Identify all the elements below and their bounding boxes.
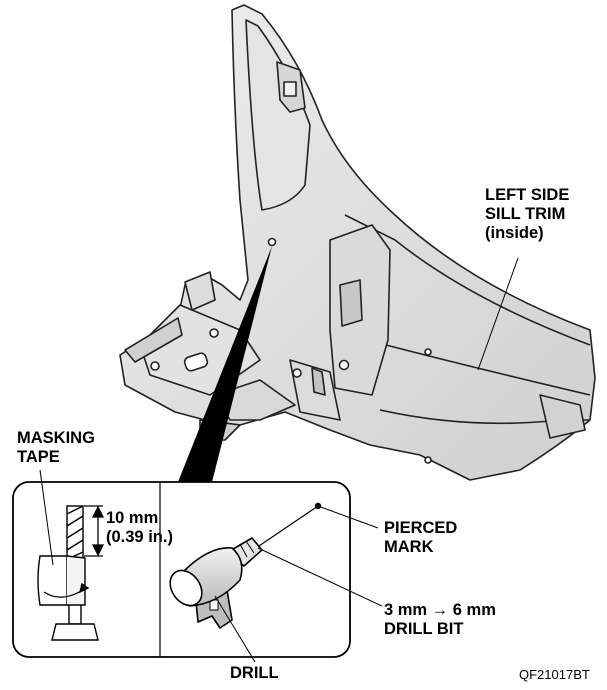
drill-bit-label: 3 mm → 6 mm DRILL BIT: [384, 601, 496, 638]
depth-dimension: [84, 505, 105, 557]
drill-bit-leader: [257, 547, 383, 607]
pierced-mark-label: PIERCED MARK: [384, 519, 458, 556]
figure-code: QF21017BT: [519, 667, 590, 682]
pierced-hole: [267, 237, 277, 247]
drill-bit-with-tape: [37, 505, 99, 641]
drill-label: DRILL: [230, 664, 279, 682]
depth-label: 10 mm (0.39 in.): [106, 509, 173, 546]
sill-trim-label: LEFT SIDE SILL TRIM (inside): [485, 186, 570, 242]
drill-illustration: [169, 505, 319, 629]
drill-leader: [214, 595, 256, 663]
zoom-callout-cone: [178, 246, 272, 482]
drill-bit-line: [255, 505, 319, 549]
sill-trim-leader: [477, 257, 519, 371]
detail-inset: [12, 481, 351, 658]
masking-tape-label: MASKING TAPE: [17, 429, 95, 466]
masking-tape-leader: [39, 469, 54, 566]
pierced-mark-leader: [317, 505, 379, 529]
